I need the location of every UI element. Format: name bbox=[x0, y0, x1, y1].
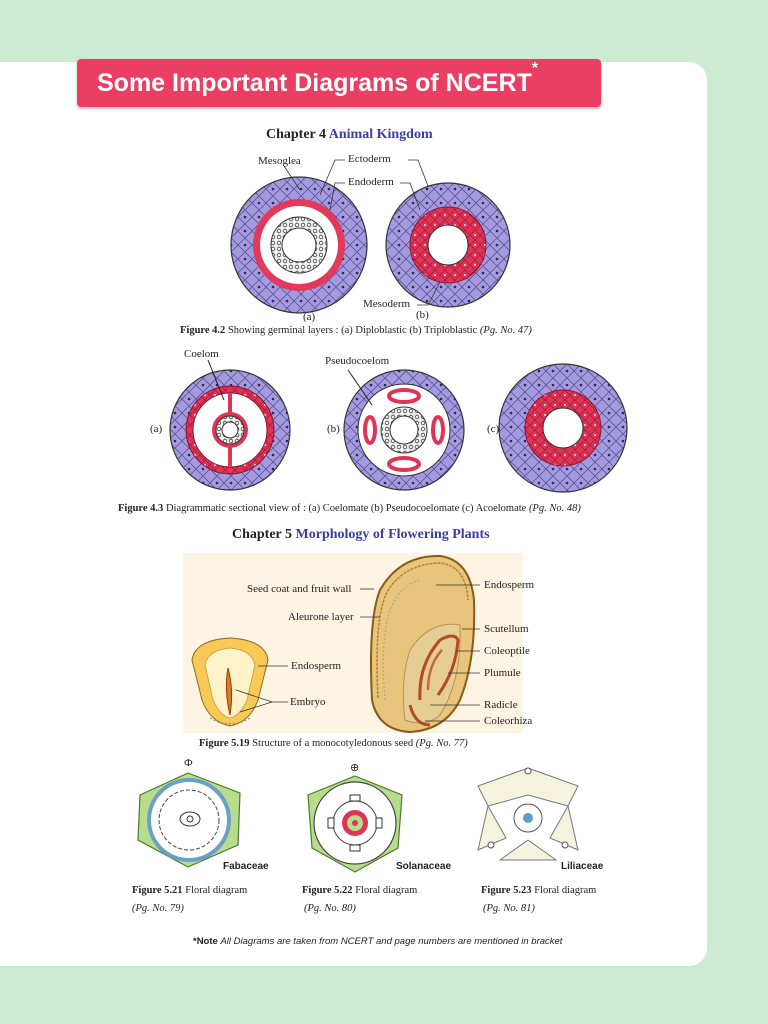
fabaceae-floral-diagram bbox=[137, 772, 241, 868]
label-a: (a) bbox=[303, 311, 316, 323]
fig521-page-text: (Pg. No. 79) bbox=[132, 903, 184, 914]
chapter5-prefix: Chapter 5 bbox=[232, 527, 293, 542]
label-pseudocoelom: Pseudocoelom bbox=[325, 355, 390, 367]
fabaceae-label: Fabaceae bbox=[223, 861, 269, 872]
figure-4-3-caption: Figure 4.3 Diagrammatic sectional view o… bbox=[118, 503, 581, 514]
label-embryo: Embryo bbox=[290, 696, 326, 708]
label-fig43-a: (a) bbox=[150, 423, 163, 435]
label-plumule: Plumule bbox=[484, 667, 521, 679]
fig519-page: (Pg. No. 77) bbox=[415, 738, 468, 749]
fig521-text: Floral diagram bbox=[185, 885, 248, 896]
dicot-like-seed bbox=[191, 637, 269, 727]
label-b: (b) bbox=[416, 309, 429, 321]
fig522-page-text: (Pg. No. 80) bbox=[304, 903, 356, 914]
figure-5-23-caption: Figure 5.23 Floral diagram bbox=[481, 885, 596, 896]
liliaceae-floral-diagram bbox=[477, 767, 579, 861]
fig42-page: (Pg. No. 47) bbox=[479, 325, 532, 336]
solanaceae-symbol: ⊕ bbox=[350, 762, 360, 774]
label-mesoderm: Mesoderm bbox=[363, 298, 411, 310]
fig43-text: Diagrammatic sectional view of : (a) Coe… bbox=[165, 503, 527, 514]
label-fig43-c: (c) bbox=[487, 423, 500, 435]
acoelomate-section bbox=[498, 363, 628, 493]
fig43-number: Figure 4.3 bbox=[118, 503, 164, 514]
coelomate-section bbox=[169, 369, 291, 491]
label-coleorhiza: Coleorhiza bbox=[484, 715, 533, 727]
fig523-page-text: (Pg. No. 81) bbox=[483, 903, 535, 914]
solanaceae-label: Solanaceae bbox=[396, 861, 452, 872]
fig521-page: (Pg. No. 79) bbox=[132, 903, 184, 914]
label-scutellum: Scutellum bbox=[484, 623, 529, 635]
chapter5-heading: Chapter 5 Morphology of Flowering Plants bbox=[232, 527, 490, 543]
chapter4-heading: Chapter 4 Animal Kingdom bbox=[266, 127, 433, 143]
label-endoderm: Endoderm bbox=[348, 176, 394, 188]
label-mesoglea: Mesoglea bbox=[258, 155, 301, 167]
fig43-page: (Pg. No. 48) bbox=[528, 503, 581, 514]
fig521-number: Figure 5.21 bbox=[132, 885, 183, 896]
label-fig43-b: (b) bbox=[327, 423, 340, 435]
label-coleoptile: Coleoptile bbox=[484, 645, 530, 657]
chapter4-prefix: Chapter 4 bbox=[266, 127, 327, 142]
banner-star: * bbox=[531, 60, 539, 77]
fig522-text: Floral diagram bbox=[355, 885, 418, 896]
footnote: *Note All Diagrams are taken from NCERT … bbox=[193, 936, 562, 947]
fig523-text: Floral diagram bbox=[534, 885, 597, 896]
fig42-number: Figure 4.2 bbox=[180, 325, 226, 336]
figure-5-21-caption: Figure 5.21 Floral diagram bbox=[132, 885, 247, 896]
fig519-number: Figure 5.19 bbox=[199, 738, 250, 749]
banner-title: Some Important Diagrams of NCERT bbox=[97, 69, 532, 97]
label-ectoderm: Ectoderm bbox=[348, 153, 391, 165]
solanaceae-floral-diagram bbox=[307, 775, 403, 873]
monocot-seed bbox=[370, 554, 476, 734]
fabaceae-symbol: Ф bbox=[184, 757, 193, 769]
note-text: All Diagrams are taken from NCERT and pa… bbox=[220, 936, 563, 947]
fig522-number: Figure 5.22 bbox=[302, 885, 353, 896]
triploblastic-section bbox=[385, 182, 511, 308]
liliaceae-label: Liliaceae bbox=[561, 861, 604, 872]
fig519-text: Structure of a monocotyledonous seed bbox=[252, 738, 414, 749]
fig523-number: Figure 5.23 bbox=[481, 885, 532, 896]
figure-5-22-caption: Figure 5.22 Floral diagram bbox=[302, 885, 417, 896]
fig522-page: (Pg. No. 80) bbox=[304, 903, 356, 914]
fig523-page: (Pg. No. 81) bbox=[483, 903, 535, 914]
label-aleurone: Aleurone layer bbox=[288, 611, 354, 623]
figure-5-19-caption: Figure 5.19 Structure of a monocotyledon… bbox=[199, 738, 468, 749]
chapter4-name: Animal Kingdom bbox=[328, 127, 433, 142]
note-label: *Note bbox=[193, 936, 218, 947]
fig42-text: Showing germinal layers : (a) Diploblast… bbox=[227, 325, 478, 336]
figure-4-2-caption: Figure 4.2 Showing germinal layers : (a)… bbox=[180, 325, 532, 336]
label-radicle: Radicle bbox=[484, 699, 518, 711]
label-seed-coat: Seed coat and fruit wall bbox=[247, 583, 352, 595]
diploblastic-section bbox=[230, 176, 368, 314]
chapter5-name: Morphology of Flowering Plants bbox=[295, 527, 490, 542]
label-endosperm-left: Endosperm bbox=[291, 660, 342, 672]
pseudocoelomate-section bbox=[343, 369, 465, 491]
label-coelom: Coelom bbox=[184, 348, 219, 360]
label-endosperm-right: Endosperm bbox=[484, 579, 535, 591]
page-banner: Some Important Diagrams of NCERT* bbox=[77, 59, 601, 107]
